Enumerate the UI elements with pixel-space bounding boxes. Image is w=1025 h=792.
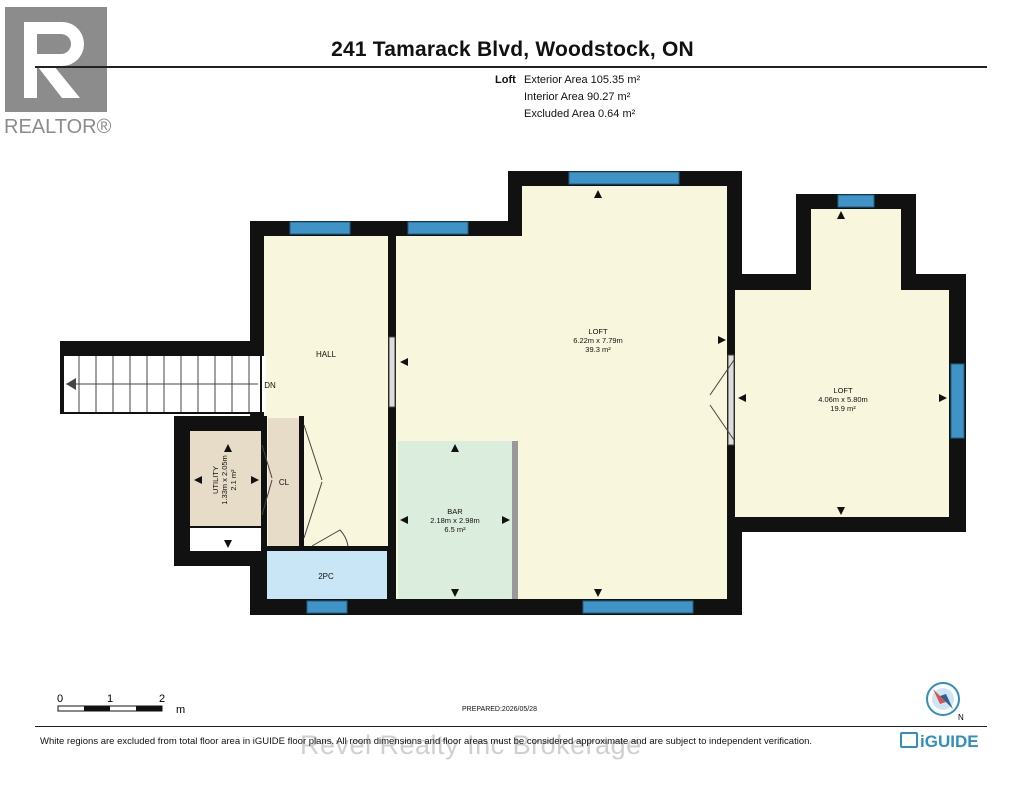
stairs xyxy=(60,341,266,414)
wall-powder-top xyxy=(261,546,390,551)
header-rule xyxy=(35,66,987,68)
iguide-logo: iGUIDE xyxy=(900,732,979,752)
scale-bar: 0 1 2 m xyxy=(57,693,185,716)
wall-utility-closet xyxy=(261,416,267,551)
window-loft-side-top xyxy=(837,194,875,208)
watermark: Revel Realty Inc Brokerage xyxy=(300,730,642,760)
prepared-date: PREPARED:2026/05/28 xyxy=(462,706,537,713)
loft-side-label: LOFT xyxy=(833,386,853,395)
scale-label-2: 2 xyxy=(159,693,165,705)
window-loft-1 xyxy=(407,221,469,235)
powder-floor xyxy=(267,550,387,599)
bar-area: 6.5 m² xyxy=(444,525,466,534)
disclaimer: White regions are excluded from total fl… xyxy=(40,736,813,747)
closet-door-icon xyxy=(303,424,323,539)
utility-excluded-region xyxy=(190,528,261,551)
window-hall xyxy=(289,221,351,235)
floor-label: Loft xyxy=(495,74,516,86)
bar-counter xyxy=(512,441,518,599)
doors xyxy=(261,336,735,547)
window-2pc xyxy=(306,600,348,614)
powder-door-icon xyxy=(311,529,349,547)
realtor-r-icon xyxy=(24,22,84,98)
closet-floor xyxy=(268,418,299,546)
loft-side-floor-b xyxy=(811,209,901,291)
loft-main-floor-b xyxy=(522,186,727,599)
realtor-logo: REALTOR® xyxy=(0,0,125,140)
iguide-box-icon xyxy=(900,732,918,748)
double-door-icon xyxy=(709,359,735,441)
loft-main-label: LOFT xyxy=(588,327,608,336)
loft-main-dims: 6.22m x 7.79m xyxy=(573,336,623,345)
window-loft-2 xyxy=(568,171,680,185)
realtor-logo-text: REALTOR® xyxy=(4,116,112,138)
stairs-arrow-icon xyxy=(66,378,76,390)
wall-hall-loft xyxy=(388,236,396,614)
interior-area: Interior Area 90.27 m² xyxy=(524,91,631,103)
scale-label-0: 0 xyxy=(57,693,63,705)
window-loft-bottom xyxy=(582,600,694,614)
excluded-area: Excluded Area 0.64 m² xyxy=(524,108,636,120)
utility-label: UTILITY xyxy=(211,466,220,494)
dimension-arrows xyxy=(194,190,947,597)
utility-dims: 1.33m x 2.05m xyxy=(220,455,229,505)
scale-label-1: 1 xyxy=(107,693,113,705)
closet-label: CL xyxy=(279,478,290,487)
compass-icon: N xyxy=(926,682,964,722)
footer-rule xyxy=(35,726,987,727)
window-loft-side-right xyxy=(950,363,965,439)
hall-label: HALL xyxy=(316,350,337,359)
loft-main-area: 39.3 m² xyxy=(585,345,611,354)
property-title: 241 Tamarack Blvd, Woodstock, ON xyxy=(331,38,694,61)
wall-utility-bottom xyxy=(186,551,266,566)
powder-label: 2PC xyxy=(318,572,334,581)
stairs-dn-label: DN xyxy=(264,381,276,390)
utility-area: 2.1 m² xyxy=(229,469,238,491)
exterior-area: Exterior Area 105.35 m² xyxy=(524,74,641,86)
wall-closet-hall xyxy=(299,416,304,547)
utility-door-icon xyxy=(261,444,273,516)
door-opening-loft xyxy=(727,354,735,446)
scale-unit: m xyxy=(176,704,185,716)
bar-label: BAR xyxy=(447,507,463,516)
loft-side-dims: 4.06m x 5.80m xyxy=(818,395,868,404)
iguide-brand: iGUIDE xyxy=(920,732,979,751)
bar-floor xyxy=(398,441,513,599)
door-opening-hall xyxy=(388,336,396,408)
loft-side-area: 19.9 m² xyxy=(830,404,856,413)
bar-dims: 2.18m x 2.98m xyxy=(430,516,480,525)
loft-side-floor-a xyxy=(735,290,949,517)
windows xyxy=(289,171,965,614)
compass-north-label: N xyxy=(958,713,964,722)
